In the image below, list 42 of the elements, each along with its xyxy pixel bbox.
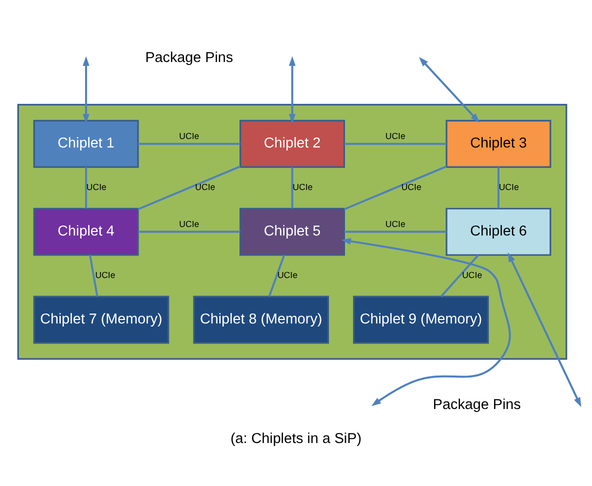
node-box: Chiplet 4 xyxy=(33,208,139,256)
connector xyxy=(344,142,446,145)
connector xyxy=(344,230,446,233)
edge-label: UCIe xyxy=(179,130,200,141)
connector xyxy=(138,230,240,233)
edge-label: UCIe xyxy=(498,182,519,192)
cluster xyxy=(17,104,568,360)
node-box: Chiplet 2 xyxy=(240,120,345,168)
arrow xyxy=(82,56,90,124)
connector xyxy=(268,254,286,297)
arrow xyxy=(288,56,296,124)
label: Package Pins xyxy=(432,396,521,413)
node-box: Chiplet 3 xyxy=(446,120,552,168)
edge-label: UCIe xyxy=(179,218,200,229)
connector xyxy=(138,142,240,145)
node-box: Chiplet 5 xyxy=(240,208,345,256)
edge-label: UCIe xyxy=(277,270,298,280)
arrow xyxy=(508,252,582,408)
connector xyxy=(89,254,98,296)
edge-label: UCIe xyxy=(195,182,216,192)
node-box: Chiplet 1 xyxy=(33,120,139,168)
connector xyxy=(497,167,500,208)
connector xyxy=(85,167,88,208)
edge-label: UCIe xyxy=(86,182,106,192)
node-box: Chiplet 7 (Memory) xyxy=(33,296,170,344)
node-box: Chiplet 6 xyxy=(446,208,552,256)
connector xyxy=(291,167,294,208)
arrow xyxy=(341,238,511,406)
label: Package Pins xyxy=(145,50,234,66)
connector xyxy=(440,254,480,297)
node-box: Chiplet 9 (Memory) xyxy=(353,296,489,344)
arrow xyxy=(418,57,480,123)
edge-label: UCIe xyxy=(95,270,116,280)
edge-label: UCIe xyxy=(292,182,313,192)
connector xyxy=(138,166,241,210)
edge-label: UCIe xyxy=(401,182,422,192)
edge-label: UCIe xyxy=(385,130,406,141)
edge-label: UCIe xyxy=(462,270,482,280)
connector xyxy=(344,166,447,210)
node-box: Chiplet 8 (Memory) xyxy=(193,296,330,344)
edge-label: UCIe xyxy=(385,218,406,229)
caption: (a: Chiplets in a SiP) xyxy=(230,431,362,448)
